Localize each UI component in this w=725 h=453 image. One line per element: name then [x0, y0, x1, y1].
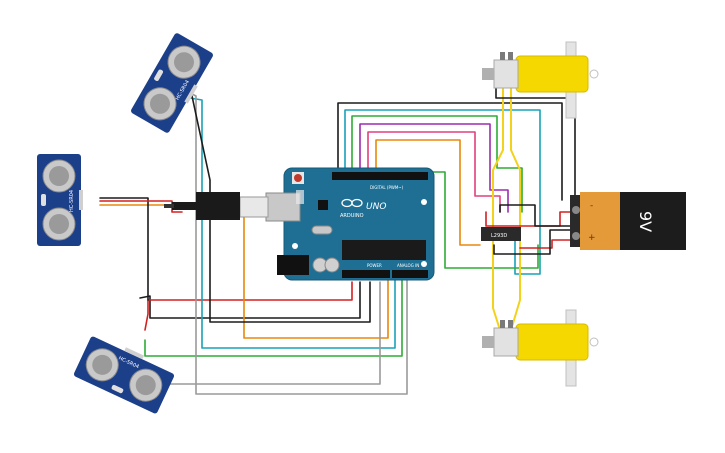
motor-bottom-body [493, 327, 519, 357]
reset-button-cap[interactable] [294, 174, 302, 182]
wire-green-right[interactable] [424, 171, 539, 269]
wires [99, 74, 576, 395]
power-header [342, 270, 390, 278]
mount-hole-1 [292, 243, 298, 249]
motor-bottom-shaft [589, 337, 599, 347]
wire-black-c[interactable] [99, 197, 149, 301]
sensor-left-crystal [41, 194, 46, 206]
motor-bottom-terminal-2 [508, 320, 513, 328]
sensor-left-pins [79, 190, 83, 210]
battery-positive-sign: + [588, 233, 596, 243]
motor-bottom-gearbox [515, 323, 589, 361]
analog-header-label: ANALOG IN [397, 263, 419, 268]
sensor-bottom-transducer-2-inner [135, 375, 156, 396]
motor-top-cap [482, 68, 494, 80]
power-header-label: POWER [367, 263, 382, 268]
sensor-top-transducer-1-inner [150, 93, 170, 114]
motor-top-terminal-2 [508, 52, 513, 60]
wire-green-a[interactable] [144, 277, 403, 357]
wire-black-b[interactable] [191, 95, 371, 323]
wire-gray-b[interactable] [159, 281, 381, 385]
motor-bottom-terminal-1 [500, 320, 505, 328]
wire-gray-a[interactable] [187, 91, 408, 395]
motor-driver-l293d[interactable]: L293D [481, 227, 521, 241]
sensor-bottom-transducer-1-inner [92, 354, 113, 375]
sensor-bottom-crystal [111, 384, 124, 394]
battery-negative-sign: - [590, 201, 593, 211]
sensor-bottom-pins [124, 347, 145, 360]
digital-header-label: DIGITAL (PWM~) [370, 185, 404, 190]
ultrasonic-sensor-bottom[interactable]: HC-SR04 [73, 332, 177, 414]
ultrasonic-sensor-top[interactable]: HC-SR04 [130, 32, 216, 135]
motor-top-gearbox [515, 55, 589, 93]
wire-yellow-m1b[interactable] [510, 74, 521, 331]
battery-terminal-pos [572, 206, 580, 214]
motor-top-shaft [589, 69, 599, 79]
battery-9v[interactable]: 9V - + [570, 192, 686, 250]
mount-hole-3 [421, 261, 427, 267]
motor-bottom-cap [482, 336, 494, 348]
sensor-left-transducer-1-inner [49, 214, 69, 234]
wire-teal-a[interactable] [189, 97, 396, 349]
power-jack [277, 255, 309, 275]
analog-header [392, 270, 428, 278]
sensor-left-label: HC-SR04 [69, 190, 75, 212]
driver-label: L293D [491, 233, 507, 239]
motor-top-body [493, 59, 519, 89]
small-ic [318, 200, 328, 210]
infinity-icon-2 [351, 198, 363, 208]
usb-cable [172, 202, 198, 210]
wire-black-batt2[interactable] [493, 229, 573, 255]
dc-motor-top[interactable] [482, 41, 599, 119]
ultrasonic-sensor-left[interactable]: HC-SR04 [37, 154, 83, 246]
wire-pink-top[interactable] [367, 131, 501, 213]
battery-body-orange [580, 192, 620, 250]
sensor-top-crystal [154, 69, 164, 81]
wire-purple-top[interactable] [359, 123, 509, 213]
wire-red-batt2[interactable] [519, 239, 573, 249]
capacitor-2 [324, 257, 340, 273]
wire-green-top[interactable] [351, 115, 523, 213]
arduino-model: UNO [366, 202, 386, 212]
dc-motor-bottom[interactable] [482, 309, 599, 387]
driver-chip [481, 227, 521, 241]
wire-red-batt[interactable] [485, 211, 573, 227]
usb-cable-stub [164, 204, 174, 208]
crystal [311, 225, 333, 235]
wire-black-gnd[interactable] [139, 281, 361, 319]
arduino-uno-board[interactable]: ARDUINO UNO DIGITAL (PWM~) POWER ANALOG … [164, 167, 435, 281]
wire-black-top[interactable] [337, 102, 563, 201]
usb-connector [265, 192, 301, 222]
sensor-left-transducer-2-inner [49, 166, 69, 186]
motor-top-terminal-1 [500, 52, 505, 60]
leds [296, 190, 304, 204]
usb-plug [239, 196, 269, 218]
usb-cable-head [196, 192, 240, 220]
mount-hole-2 [421, 199, 427, 205]
battery-label: 9V [636, 211, 655, 232]
wire-yellow-m1a[interactable] [492, 74, 504, 331]
sensor-top-pins [184, 84, 198, 104]
wire-black-m[interactable] [495, 81, 576, 201]
battery-terminal-plate [570, 195, 580, 247]
atmega-chip [342, 240, 426, 260]
battery-body-black [620, 192, 686, 250]
wire-orange-top[interactable] [375, 139, 481, 246]
battery-terminal-neg [572, 232, 580, 240]
wire-black-batt[interactable] [499, 204, 573, 227]
sensor-top-transducer-2-inner [174, 52, 194, 73]
digital-header [332, 172, 428, 180]
sensor-bottom-pcb [73, 336, 175, 414]
arduino-brand: ARDUINO [340, 213, 364, 219]
